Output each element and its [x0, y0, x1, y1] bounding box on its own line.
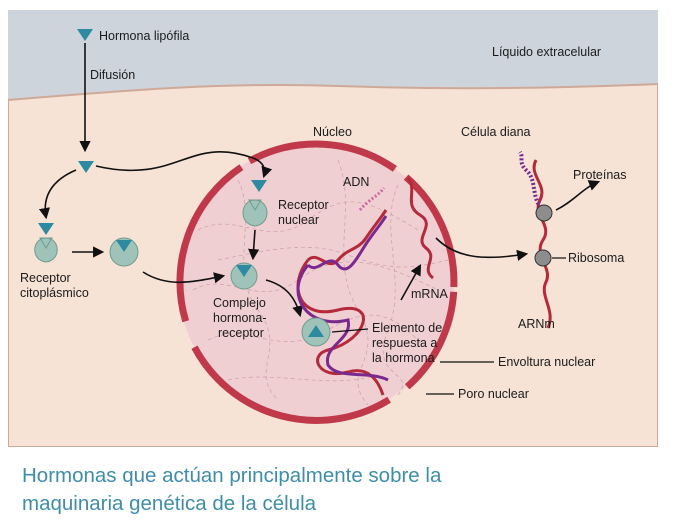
nuclear-pore-label: Poro nuclear [458, 387, 529, 401]
hormone-label: Hormona lipófila [99, 29, 189, 43]
hormone-triangle-cyto [38, 223, 54, 235]
mrna-label: mRNA [411, 287, 448, 301]
cyto-receptor-label-2: citoplásmico [20, 286, 89, 300]
nucleus-label: Núcleo [313, 125, 352, 139]
diffusion-label: Difusión [90, 68, 135, 82]
dna-tail-beads [358, 187, 386, 211]
mrna-strand [406, 177, 435, 280]
arrow-to-nuclear-receptor [95, 151, 273, 179]
hormone-triangle-mid [78, 161, 94, 173]
proteins-label: Proteínas [573, 168, 627, 182]
dna-strand-red [306, 209, 388, 266]
hormone-in-complex [236, 265, 252, 277]
arrow-nuclear-to-complex [248, 229, 260, 261]
arnm-strand [532, 159, 552, 329]
dna-loop-purple [296, 264, 389, 382]
cytoplasmic-receptor-icon [34, 237, 58, 263]
nuclear-envelope [176, 140, 458, 424]
nuclear-receptor-label-2: nuclear [278, 213, 319, 227]
arrow-to-proteins [555, 180, 601, 211]
extracellular-label: Líquido extracelular [492, 45, 601, 59]
complex-label-2: hormona- [213, 311, 267, 325]
complex-label-3: receptor [218, 326, 264, 340]
arrow-dna-to-mrna [400, 264, 422, 301]
dna-label: ADN [343, 175, 369, 189]
cyto-receptor-label-1: Receptor [20, 271, 71, 285]
ribosome-label: Ribosoma [568, 251, 624, 265]
hormone-triangle-nuclear [251, 180, 267, 192]
hre-label-2: respuesta a [372, 336, 437, 350]
nuclear-receptor-label-1: Receptor [278, 198, 329, 212]
nuclear-envelope-label: Envoltura nuclear [498, 355, 595, 369]
caption-line-2: maquinaria genética de la célula [22, 492, 317, 515]
hormone-in-cyto-receptor [116, 240, 132, 252]
hre-label-3: la hormona [372, 351, 435, 365]
hormone-triangle-top [77, 29, 93, 41]
hormone-at-hre [308, 325, 324, 337]
arnm-label: ARNm [518, 317, 555, 331]
arrow-to-cyto-receptor [38, 169, 77, 220]
dna-strand-purple [306, 215, 388, 271]
caption-line-1: Hormonas que actúan principalmente sobre… [22, 464, 442, 487]
dna-loop-red [296, 259, 385, 396]
arrow-cyto-to-complex [142, 271, 226, 284]
arrow-mrna-to-ribosome [435, 237, 529, 261]
diagram-figure: Hormona lipófila Difusión Líquido extrac… [7, 10, 659, 448]
nuclear-receptor-icon [242, 199, 268, 227]
arrow-complex-to-hre [265, 279, 304, 318]
hormone-action-diagram: Hormona lipófila Difusión Líquido extrac… [7, 10, 659, 448]
ribosome-bottom [534, 249, 552, 267]
figure-caption: Hormonas que actúan principalmente sobre… [22, 462, 662, 518]
hre-pointer [331, 328, 369, 333]
ribosome-top [535, 204, 553, 222]
hre-label-1: Elemento de [372, 321, 442, 335]
nascent-protein-chain [518, 150, 546, 212]
target-cell-label: Célula diana [461, 125, 531, 139]
complex-label-1: Complejo [213, 296, 266, 310]
